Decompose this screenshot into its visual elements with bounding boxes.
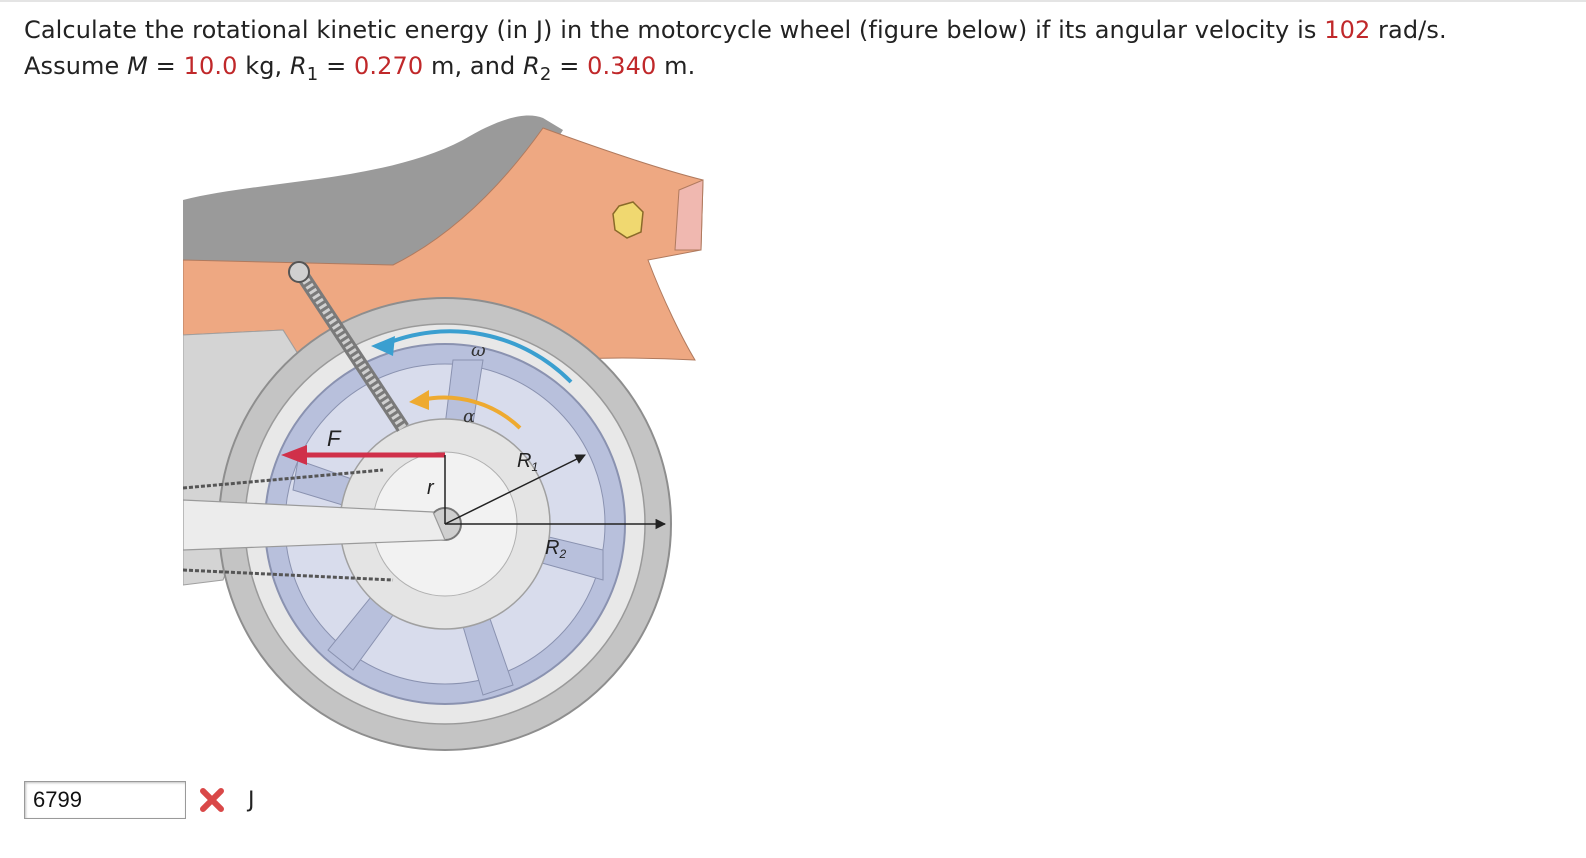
r1-letter: R [290,52,307,80]
r1-unit: m, and [430,52,516,80]
answer-row: J [24,779,255,821]
reflector-icon [612,201,644,239]
question-line-2: Assume M = 10.0 kg, R1 = 0.270 m, and R2… [24,48,1574,84]
mass-unit: kg, [245,52,283,80]
equals-sign: = [155,52,176,80]
assume-label: Assume [24,52,120,80]
omega-arrow [382,329,573,384]
seat-shape [183,115,563,280]
question-text: Calculate the rotational kinetic energy … [24,12,1574,84]
question-prompt: Calculate the rotational kinetic energy … [24,16,1317,44]
alpha-label: α [463,406,475,427]
r1-arrow [444,454,586,525]
mass-symbol: M [127,52,148,80]
equals-sign: = [326,52,347,80]
shock-absorber [288,261,409,432]
r2-label: R2 [545,537,566,561]
top-divider [0,0,1586,2]
chain [183,468,384,490]
omega-arrowhead [371,336,395,356]
force-arrowhead [281,445,307,465]
radius-r-label: r [427,477,435,499]
omega-label: ω [471,340,486,361]
omega-value: 102 [1324,16,1371,44]
chain-lower [183,568,394,582]
r2-letter: R [523,52,540,80]
r1-subscript: 1 [306,64,319,85]
alpha-arrowhead [409,390,429,410]
omega-unit: rad/s. [1378,16,1447,44]
answer-unit: J [248,787,255,813]
answer-input[interactable] [24,781,186,819]
wrong-x-icon [200,788,224,812]
r1-label: R1 [517,450,538,474]
r1-symbol: R1 [290,52,318,84]
r2-unit: m. [664,52,696,80]
equals-sign: = [559,52,580,80]
r2-symbol: R2 [523,52,551,84]
motorcycle-wheel-figure: ω α F r R1 R2 [183,115,704,751]
r1-value: 0.270 [354,52,424,80]
swingarm [183,499,446,551]
alpha-arrow [420,395,522,430]
tail-light [674,179,704,251]
r2-value: 0.340 [587,52,657,80]
r2-subscript: 2 [539,64,552,85]
force-label: F [327,426,342,451]
question-line-1: Calculate the rotational kinetic energy … [24,12,1574,48]
mass-value: 10.0 [183,52,238,80]
